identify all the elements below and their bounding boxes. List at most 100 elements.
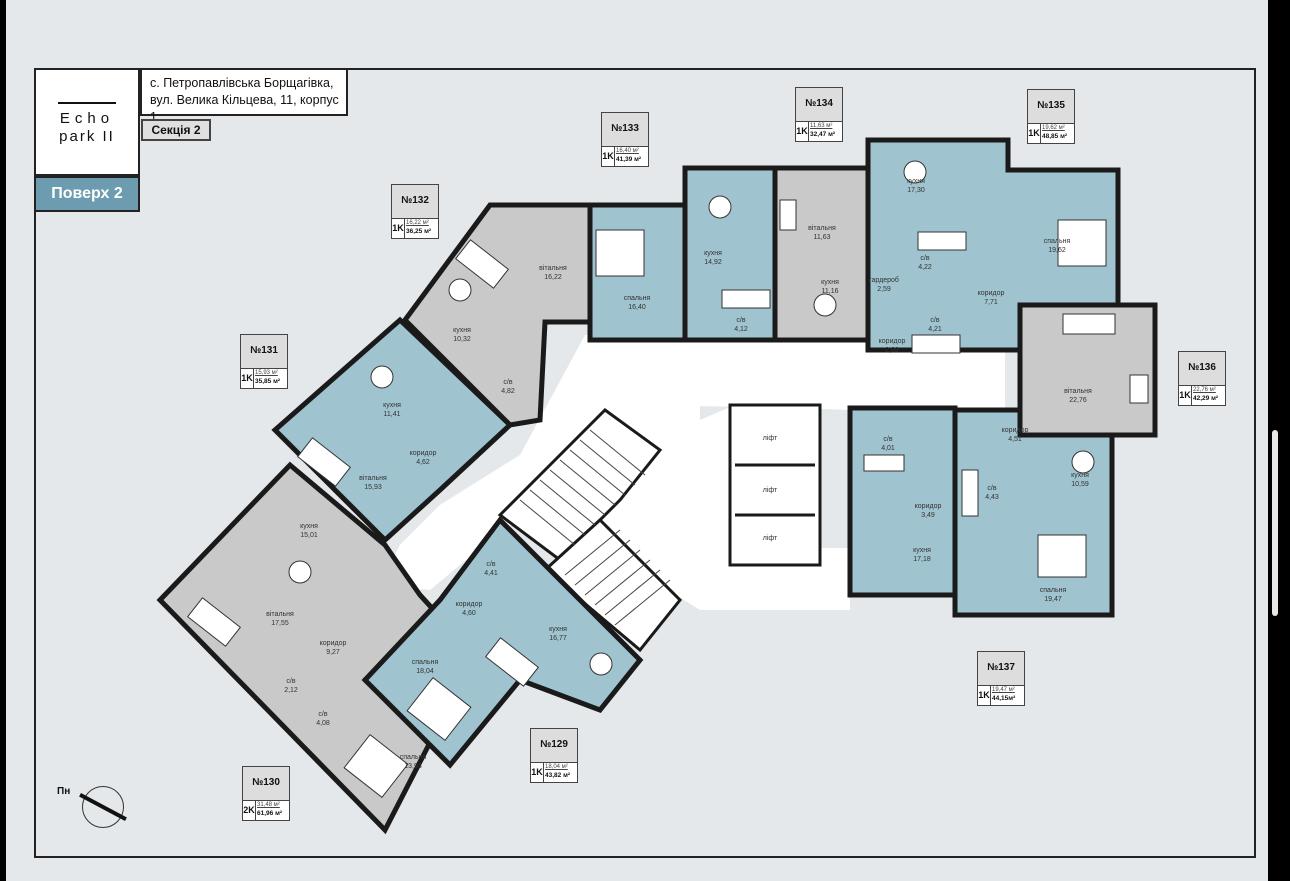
room-area: 4,12 [734, 326, 748, 333]
room-count: 2K [243, 801, 256, 820]
total-area: 48,85 м² [1042, 133, 1068, 140]
apartment-136[interactable] [1017, 302, 1158, 438]
logo-line-2: park II [59, 128, 115, 145]
room-area: 7,71 [984, 299, 998, 306]
room-area: 11,41 [384, 411, 401, 418]
room-count: 1K [531, 763, 544, 782]
apartment-132[interactable] [401, 202, 593, 428]
room-area: 17,18 [913, 556, 931, 563]
room-area: 19,47 [1044, 596, 1062, 603]
room-area: 4,82 [501, 388, 515, 395]
stair-steps [519, 429, 671, 626]
compass-icon [79, 786, 127, 828]
apartment-number: №132 [391, 184, 439, 218]
room-name: спальня [412, 659, 439, 666]
room-area: 2,12 [284, 687, 298, 694]
room-area: 16,40 [628, 304, 646, 311]
room-name: кухня [913, 547, 931, 554]
apartment-133-kitchen [682, 165, 778, 343]
room-area: 4,60 [462, 610, 476, 617]
furniture-layer [186, 160, 1149, 799]
room-name: кухня [821, 279, 839, 286]
lift-labels: ліфт ліфт ліфт [763, 434, 778, 542]
total-area: 42,29 м² [1193, 395, 1219, 402]
room-area: 4,41 [484, 570, 498, 577]
room-name: коридор [915, 503, 942, 510]
room-area: 4,21 [928, 326, 942, 333]
lift-label: ліфт [763, 434, 778, 442]
room-name: коридор [456, 601, 483, 608]
room-count: 1K [241, 369, 254, 388]
room-name: вітальня [266, 610, 294, 618]
room-name: кухня [383, 402, 401, 409]
room-area: 10,59 [1071, 481, 1089, 488]
room-name: с/в [920, 255, 929, 262]
room-area: 10,32 [453, 336, 471, 343]
room-name: кухня [549, 626, 567, 633]
lift-label: ліфт [763, 486, 778, 494]
room-area: 16,22 [544, 274, 562, 281]
room-area: 4,01 [881, 445, 895, 452]
apartment-number: №129 [530, 728, 578, 762]
apartment-number: №130 [242, 766, 290, 800]
room-name: гардероб [869, 276, 899, 284]
room-name: кухня [1071, 472, 1089, 479]
room-count: 1K [1179, 386, 1192, 405]
room-labels: вітальня 16,22 спальня 16,40 кухня 14,92 вітал… [266, 178, 1092, 770]
living-area: 19,47 м² [992, 687, 1015, 693]
room-name: кухня [907, 178, 925, 185]
apartment-137[interactable] [952, 407, 1115, 618]
room-name: с/в [883, 436, 892, 443]
room-area: 13,93 [404, 763, 422, 770]
room-area: 11,16 [822, 288, 839, 295]
total-area: 41,39 м² [616, 156, 642, 163]
room-area: 14,92 [704, 259, 722, 266]
living-area: 19,62 м² [1042, 125, 1065, 131]
total-area: 36,25 м² [406, 228, 432, 235]
north-label: Пн [57, 786, 71, 797]
corridor-upper [585, 335, 1005, 410]
room-area: 22,76 [1069, 397, 1087, 404]
floor-badge[interactable]: Поверх 2 [34, 176, 140, 212]
room-name: с/в [503, 379, 512, 386]
room-name: вітальня [1064, 387, 1092, 395]
room-area: 17,55 [271, 620, 289, 627]
room-area: 19,62 [1048, 247, 1066, 254]
room-area: 4,51 [1008, 436, 1022, 443]
room-area: 15,01 [300, 532, 318, 539]
apartment-number: №137 [977, 651, 1025, 685]
living-area: 16,22 м² [406, 220, 429, 226]
room-count: 1K [978, 686, 991, 705]
room-name: спальня [624, 295, 651, 302]
address-box: с. Петропавлівська Борщагівка, вул. Вели… [140, 68, 348, 124]
room-count: 1K [1028, 124, 1041, 143]
room-name: кухня [704, 250, 722, 257]
staircase-2 [542, 517, 683, 653]
scrollbar[interactable] [1272, 430, 1278, 616]
apartment-tag-132[interactable]: №132 1K 16,22 м² 36,25 м² [391, 184, 439, 239]
living-area: 15,93 м² [255, 370, 278, 376]
room-name: вітальня [359, 474, 387, 482]
room-area: 18,04 [416, 668, 434, 675]
lift-dividers [735, 463, 815, 517]
room-area: 9,27 [326, 649, 340, 656]
room-name: с/в [486, 561, 495, 568]
room-name: вітальня [539, 264, 567, 272]
room-area: 15,93 [364, 484, 382, 491]
room-area: 2,88 [885, 347, 899, 354]
plan-frame [34, 68, 1256, 858]
room-count: 1K [392, 219, 405, 238]
room-area: 2,59 [877, 286, 891, 293]
room-count: 1K [796, 122, 809, 141]
room-name: кухня [300, 523, 318, 530]
total-area: 43,82 м² [545, 772, 571, 779]
room-name: с/в [987, 485, 996, 492]
